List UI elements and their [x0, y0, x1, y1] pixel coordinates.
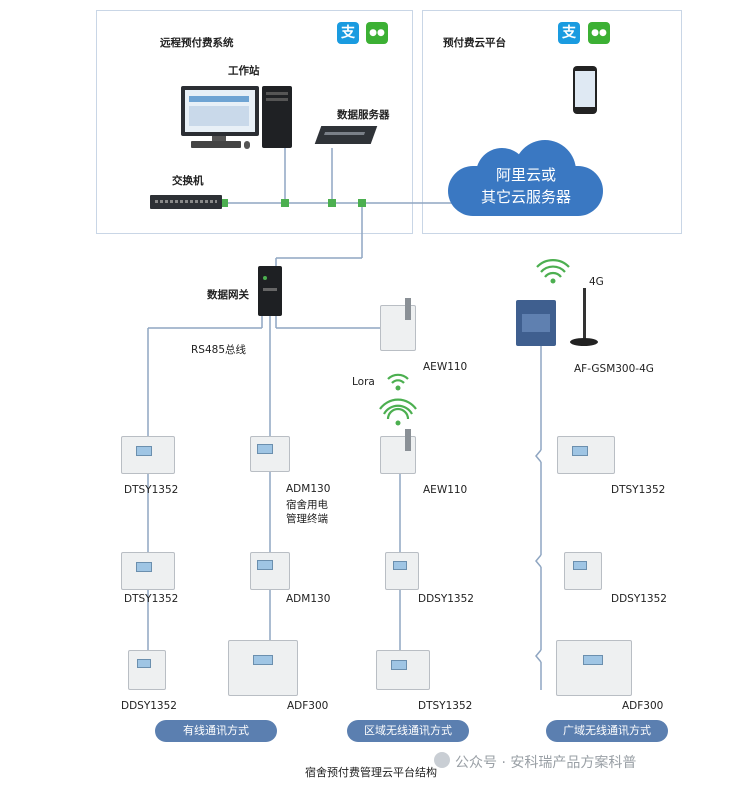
meter-label: ADM130	[286, 593, 331, 605]
network-switch-icon	[150, 195, 222, 209]
cloud-platform-title: 预付费云平台	[443, 37, 506, 49]
cloud-label-line1: 阿里云或	[495, 166, 556, 184]
wechat-icon: ●●	[588, 22, 610, 44]
rs485-bus-label: RS485总线	[191, 344, 247, 356]
alipay-icon: 支	[558, 22, 580, 44]
adm130-desc-line2: 管理终端	[286, 513, 328, 525]
cloud-icon	[448, 140, 603, 216]
aew110-device-bottom	[380, 429, 416, 474]
meter-label: ADF300	[622, 700, 664, 712]
meter-ddsy1352-3	[564, 552, 602, 590]
meter-adf300-2	[556, 640, 632, 696]
meter-label: DTSY1352	[124, 484, 179, 496]
meter-label: DDSY1352	[121, 700, 177, 712]
monitor-stand	[212, 136, 226, 144]
gsm-modem-label: AF-GSM300-4G	[574, 363, 654, 375]
meter-ddsy1352-2	[385, 552, 419, 590]
wechat-official-icon	[434, 752, 450, 768]
data-gateway-label: 数据网关	[207, 289, 249, 301]
alipay-icon: 支	[337, 22, 359, 44]
meter-adf300-1	[228, 640, 298, 696]
meter-adm130-terminal	[250, 436, 290, 472]
meter-label: ADF300	[287, 700, 329, 712]
smartphone-icon	[573, 66, 597, 114]
wan-wireless-communication-pill: 广域无线通讯方式	[546, 720, 668, 742]
keyboard-icon	[191, 141, 241, 148]
gateway-icon	[258, 266, 282, 316]
meter-ddsy1352-1	[128, 650, 166, 690]
adm130-label: ADM130	[286, 483, 331, 495]
data-server-label: 数据服务器	[337, 109, 390, 121]
antenna-4g-label: 4G	[589, 276, 604, 288]
wechat-icon: ●●	[366, 22, 388, 44]
remote-prepaid-system-title: 远程预付费系统	[160, 37, 234, 49]
cloud-label-line2: 其它云服务器	[480, 188, 571, 206]
aew110-label-bottom: AEW110	[423, 484, 468, 496]
watermark-text: 公众号 · 安科瑞产品方案科普	[455, 755, 637, 771]
meter-label: DTSY1352	[124, 593, 179, 605]
meter-dtsy1352-2	[121, 552, 175, 590]
meter-label: DDSY1352	[418, 593, 474, 605]
switch-label: 交换机	[172, 175, 204, 187]
antenna-icon	[583, 288, 586, 340]
meter-dtsy1352-1	[121, 436, 175, 474]
pc-tower-icon	[262, 86, 292, 148]
workstation-label: 工作站	[228, 65, 260, 77]
lan-wireless-communication-pill: 区域无线通讯方式	[347, 720, 469, 742]
meter-adm130	[250, 552, 290, 590]
meter-label: DTSY1352	[418, 700, 473, 712]
gsm-modem-icon	[516, 300, 556, 346]
diagram-caption: 宿舍预付费管理云平台结构	[305, 766, 437, 779]
antenna-base-icon	[570, 338, 598, 346]
meter-dtsy1352-4	[557, 436, 615, 474]
server-icon	[314, 126, 378, 144]
mouse-icon	[244, 141, 250, 149]
monitor-icon	[181, 86, 259, 136]
lora-label: Lora	[352, 376, 375, 388]
aew110-device-top	[380, 298, 416, 351]
meter-dtsy1352-3	[376, 650, 430, 690]
adm130-desc-line1: 宿舍用电	[286, 499, 328, 511]
wired-communication-pill: 有线通讯方式	[155, 720, 277, 742]
aew110-label-top: AEW110	[423, 361, 468, 373]
meter-label: DDSY1352	[611, 593, 667, 605]
meter-label: DTSY1352	[611, 484, 666, 496]
